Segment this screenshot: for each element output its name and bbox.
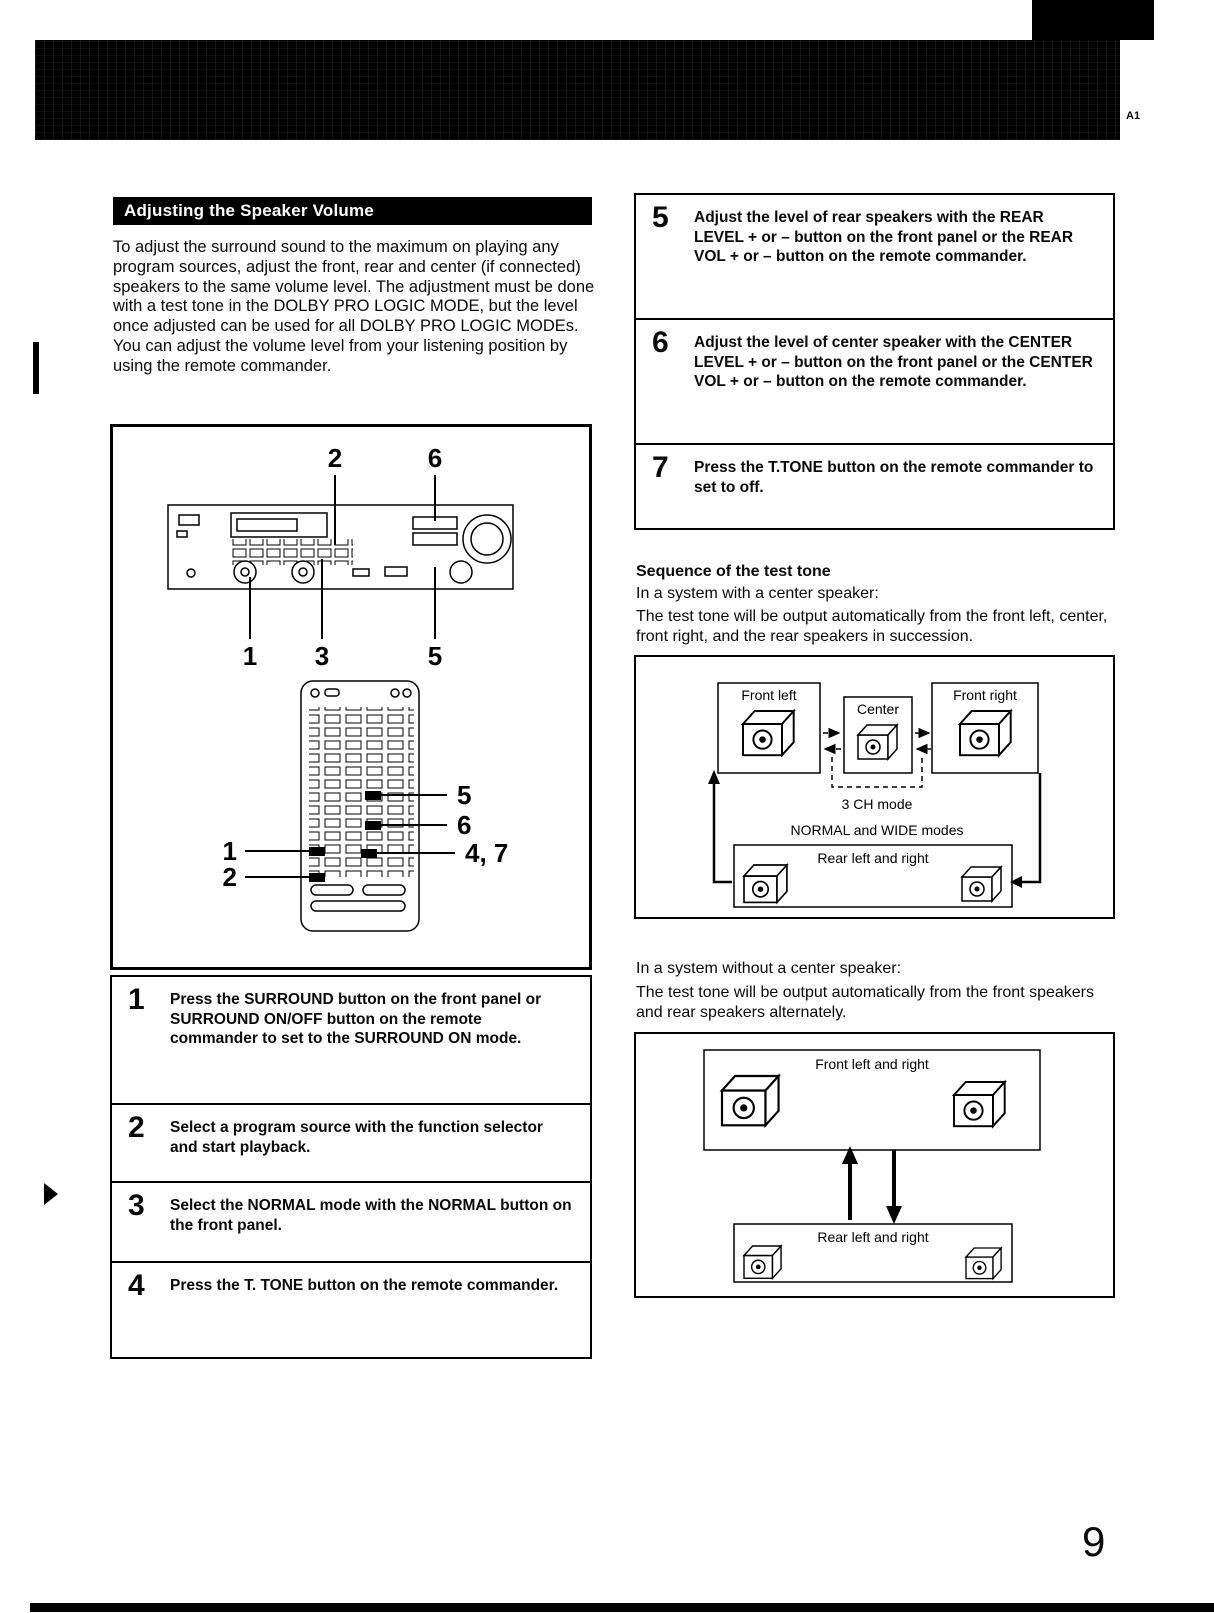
intro-text: To adjust the surround sound to the maxi… bbox=[113, 238, 599, 377]
step-6-text: Adjust the level of center speaker with … bbox=[694, 334, 1093, 390]
without-center-text: The test tone will be output automatical… bbox=[636, 984, 1095, 1021]
remote-commander-drawing bbox=[300, 680, 420, 932]
receiver-callout-lines bbox=[249, 475, 436, 639]
figure-box: 2 6 1 3 5 bbox=[110, 424, 592, 970]
step-1-number: 1 bbox=[128, 983, 145, 1016]
step-7: 7 Press the T.TONE button on the remote … bbox=[634, 443, 1115, 530]
step-1: 1 Press the SURROUND button on the front… bbox=[110, 975, 592, 1105]
rear-left-right-label: Rear left and right bbox=[817, 1229, 928, 1245]
speaker-icon bbox=[953, 1081, 1006, 1128]
speaker-icon bbox=[742, 710, 795, 757]
print-registration-mark bbox=[33, 342, 39, 394]
with-center-label: In a system with a center speaker: bbox=[636, 585, 879, 602]
section-title-bar: Adjusting the Speaker Volume bbox=[113, 197, 592, 225]
callout-remote-2: 2 bbox=[223, 862, 237, 892]
intro-paragraph-2: You can adjust the volume level from you… bbox=[113, 336, 568, 375]
speaker-icon bbox=[743, 864, 788, 904]
speaker-icon bbox=[743, 1245, 782, 1280]
step-1-text: Press the SURROUND button on the front p… bbox=[170, 991, 542, 1047]
remote-callout-lines bbox=[245, 794, 455, 878]
callout-1: 1 bbox=[243, 641, 257, 671]
front-left-right-label: Front left and right bbox=[815, 1056, 929, 1072]
test-tone-diagram-with-center: Front left Center Front right 3 CH mode … bbox=[634, 655, 1115, 919]
step-4-number: 4 bbox=[128, 1269, 145, 1302]
without-center-label: In a system without a center speaker: bbox=[636, 960, 902, 977]
callout-remote-4-7: 4, 7 bbox=[465, 838, 508, 868]
center-label: Center bbox=[857, 701, 899, 717]
margin-triangle-mark bbox=[44, 1183, 58, 1205]
step-4: 4 Press the T. TONE button on the remote… bbox=[110, 1261, 592, 1359]
callout-6: 6 bbox=[428, 443, 442, 473]
receiver-front-panel-drawing bbox=[167, 504, 514, 590]
step-2-text: Select a program source with the functio… bbox=[170, 1119, 543, 1156]
speaker-icon bbox=[965, 1247, 1002, 1280]
step-3: 3 Select the NORMAL mode with the NORMAL… bbox=[110, 1181, 592, 1263]
step-5: 5 Adjust the level of rear speakers with… bbox=[634, 193, 1115, 320]
step-6-number: 6 bbox=[652, 326, 669, 359]
sequence-heading: Sequence of the test tone bbox=[636, 563, 831, 580]
front-left-label: Front left bbox=[741, 687, 796, 703]
speaker-icon bbox=[857, 724, 898, 760]
test-tone-diagram-without-center: Front left and right Rear left and right bbox=[634, 1032, 1115, 1298]
rear-label: Rear left and right bbox=[817, 850, 928, 866]
step-3-text: Select the NORMAL mode with the NORMAL b… bbox=[170, 1197, 572, 1234]
callout-3: 3 bbox=[315, 641, 329, 671]
section-title: Adjusting the Speaker Volume bbox=[124, 201, 374, 220]
step-3-number: 3 bbox=[128, 1189, 145, 1222]
with-center-text: The test tone will be output automatical… bbox=[636, 608, 1108, 645]
normal-wide-modes-label: NORMAL and WIDE modes bbox=[791, 822, 964, 838]
step-7-text: Press the T.TONE button on the remote co… bbox=[694, 459, 1094, 496]
scan-header-band bbox=[35, 40, 1120, 140]
steps-5-7: 5 Adjust the level of rear speakers with… bbox=[634, 193, 1115, 530]
corner-label: A1 bbox=[1126, 110, 1141, 122]
front-right-label: Front right bbox=[953, 687, 1017, 703]
step-5-text: Adjust the level of rear speakers with t… bbox=[694, 209, 1074, 265]
steps-1-4: 1 Press the SURROUND button on the front… bbox=[110, 975, 592, 1359]
step-5-number: 5 bbox=[652, 201, 669, 234]
speaker-icon bbox=[961, 866, 1002, 902]
step-4-text: Press the T. TONE button on the remote c… bbox=[170, 1277, 559, 1294]
callout-remote-5: 5 bbox=[457, 780, 471, 810]
intro-paragraph-1: To adjust the surround sound to the maxi… bbox=[113, 238, 595, 336]
page-number: 9 bbox=[1082, 1518, 1106, 1565]
speaker-icon bbox=[959, 710, 1012, 757]
step-7-number: 7 bbox=[652, 451, 669, 484]
step-2: 2 Select a program source with the funct… bbox=[110, 1103, 592, 1183]
receiver-remote-figure: 2 6 1 3 5 bbox=[167, 443, 514, 932]
step-6: 6 Adjust the level of center speaker wit… bbox=[634, 318, 1115, 445]
ch3-mode-label: 3 CH mode bbox=[842, 796, 913, 812]
speaker-icon bbox=[720, 1074, 780, 1127]
callout-2: 2 bbox=[328, 443, 342, 473]
callout-remote-6: 6 bbox=[457, 810, 471, 840]
callout-5: 5 bbox=[428, 641, 442, 671]
sequence-dashed-arrows bbox=[823, 727, 931, 788]
sequence-solid-arrows bbox=[708, 770, 1042, 888]
callout-remote-1: 1 bbox=[223, 836, 237, 866]
alternate-arrows bbox=[842, 1146, 902, 1224]
scan-footer-band bbox=[30, 1603, 1214, 1612]
step-2-number: 2 bbox=[128, 1111, 145, 1144]
page-corner-mark bbox=[1032, 0, 1154, 40]
